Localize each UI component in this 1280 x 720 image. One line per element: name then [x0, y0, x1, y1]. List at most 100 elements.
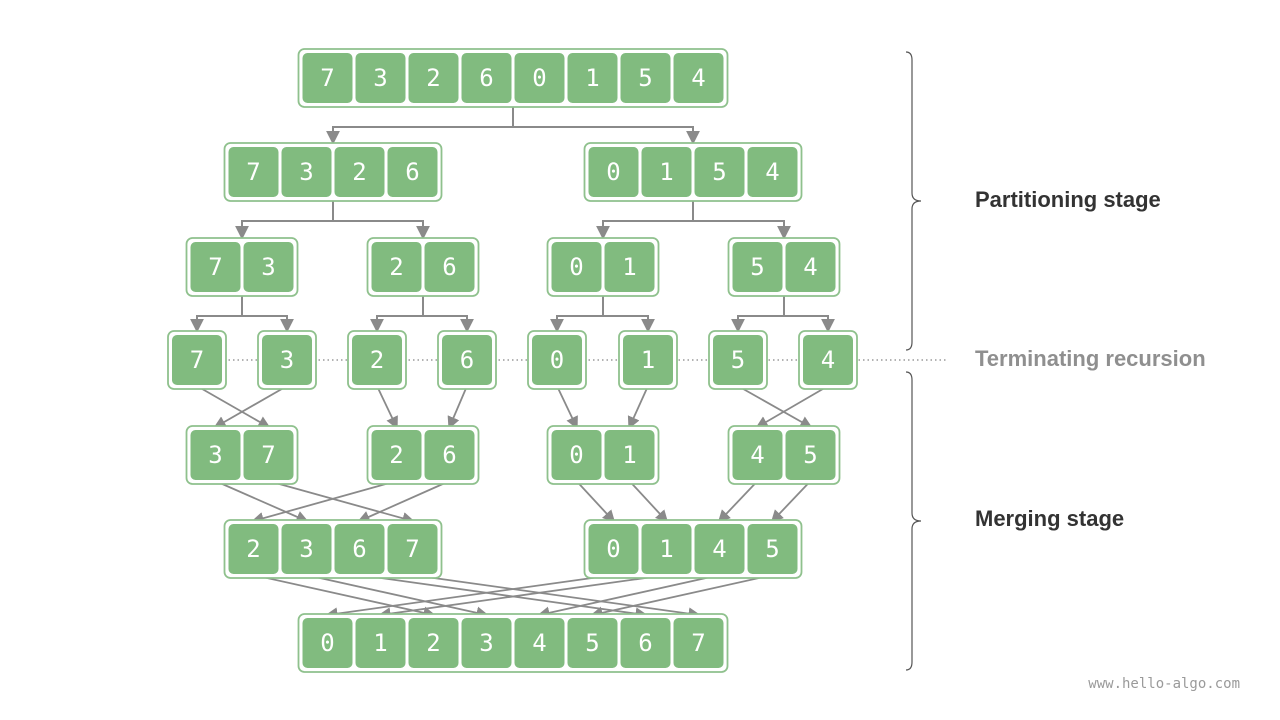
array-cell: [641, 147, 692, 197]
cell-value: 2: [246, 535, 260, 563]
array-cell: [243, 430, 294, 480]
array-cell: [567, 618, 618, 668]
merge-arrow: [251, 480, 397, 525]
connector-lines: [170, 107, 948, 620]
cell-value: 1: [585, 64, 599, 92]
array-cell: [551, 430, 602, 480]
split-connector: [235, 201, 430, 240]
merge-arrow: [770, 480, 812, 523]
cell-value: 6: [442, 441, 456, 469]
array-cell: [694, 147, 745, 197]
cell-value: 5: [585, 629, 599, 657]
cell-value: 3: [299, 158, 313, 186]
cell-value: 4: [712, 535, 726, 563]
merging-stage-label: Merging stage: [975, 506, 1125, 531]
array-cell: [713, 335, 763, 385]
cell-value: 5: [731, 346, 745, 374]
cell-value: 7: [261, 441, 275, 469]
cell-value: 4: [765, 158, 779, 186]
cell-value: 0: [569, 253, 583, 281]
array-cell: [604, 242, 655, 292]
array-cell: [551, 242, 602, 292]
array-cell: [514, 618, 565, 668]
cell-value: 6: [479, 64, 493, 92]
merge-arrow: [268, 480, 415, 525]
cell-value: 0: [320, 629, 334, 657]
cell-value: 4: [750, 441, 764, 469]
array-outline: [297, 613, 729, 673]
array-group: 7: [167, 330, 227, 390]
merge-arrow: [378, 574, 667, 620]
cell-value: 4: [532, 629, 546, 657]
merge-arrow: [412, 574, 701, 620]
array-group: 2: [347, 330, 407, 390]
cell-value: 2: [426, 629, 440, 657]
array-cell: [281, 524, 332, 574]
array-cell: [172, 335, 222, 385]
array-cell: [747, 147, 798, 197]
array-cell: [732, 430, 783, 480]
array-cell: [355, 53, 406, 103]
merge-arrow: [575, 480, 616, 523]
terminating-recursion-label: Terminating recursion: [975, 346, 1206, 371]
split-connector: [190, 296, 294, 333]
array-cell: [673, 53, 724, 103]
array-cell: [190, 430, 241, 480]
array-cell: [302, 618, 353, 668]
array-cell: [408, 618, 459, 668]
array-cell: [228, 524, 279, 574]
cell-value: 1: [622, 253, 636, 281]
array-cell: [747, 524, 798, 574]
cell-value: 1: [659, 158, 673, 186]
cell-value: 6: [405, 158, 419, 186]
array-cell: [408, 53, 459, 103]
cell-value: 5: [750, 253, 764, 281]
array-cell: [623, 335, 673, 385]
merging-brace: [905, 371, 922, 671]
array-cell: [371, 242, 422, 292]
merge-arrow: [628, 480, 669, 523]
cell-value: 0: [606, 158, 620, 186]
array-cell: [424, 430, 475, 480]
partitioning-brace: [905, 51, 922, 351]
cell-value: 6: [442, 253, 456, 281]
cell-value: 5: [712, 158, 726, 186]
cell-value: 2: [389, 253, 403, 281]
array-cell: [387, 147, 438, 197]
array-cell: [785, 242, 836, 292]
partitioning-stage-label: Partitioning stage: [975, 187, 1161, 212]
cell-value: 0: [532, 64, 546, 92]
cell-value: 1: [641, 346, 655, 374]
cell-value: 1: [622, 441, 636, 469]
array-outline: [583, 142, 803, 202]
array-cell: [532, 335, 582, 385]
split-connector: [731, 296, 835, 333]
cell-value: 7: [405, 535, 419, 563]
array-cell: [371, 430, 422, 480]
cell-value: 7: [246, 158, 260, 186]
cell-value: 3: [208, 441, 222, 469]
cell-value: 6: [638, 629, 652, 657]
cell-value: 5: [765, 535, 779, 563]
merge-arrow: [253, 574, 436, 619]
array-cell: [694, 524, 745, 574]
array-cell: [190, 242, 241, 292]
array-cell: [620, 618, 671, 668]
cell-value: 6: [352, 535, 366, 563]
array-cell: [567, 53, 618, 103]
cell-value: 3: [479, 629, 493, 657]
merge-arrow: [376, 385, 398, 430]
array-cell: [243, 242, 294, 292]
cell-value: 4: [821, 346, 835, 374]
site-watermark: www.hello-algo.com: [1088, 676, 1240, 692]
cell-value: 1: [373, 629, 387, 657]
